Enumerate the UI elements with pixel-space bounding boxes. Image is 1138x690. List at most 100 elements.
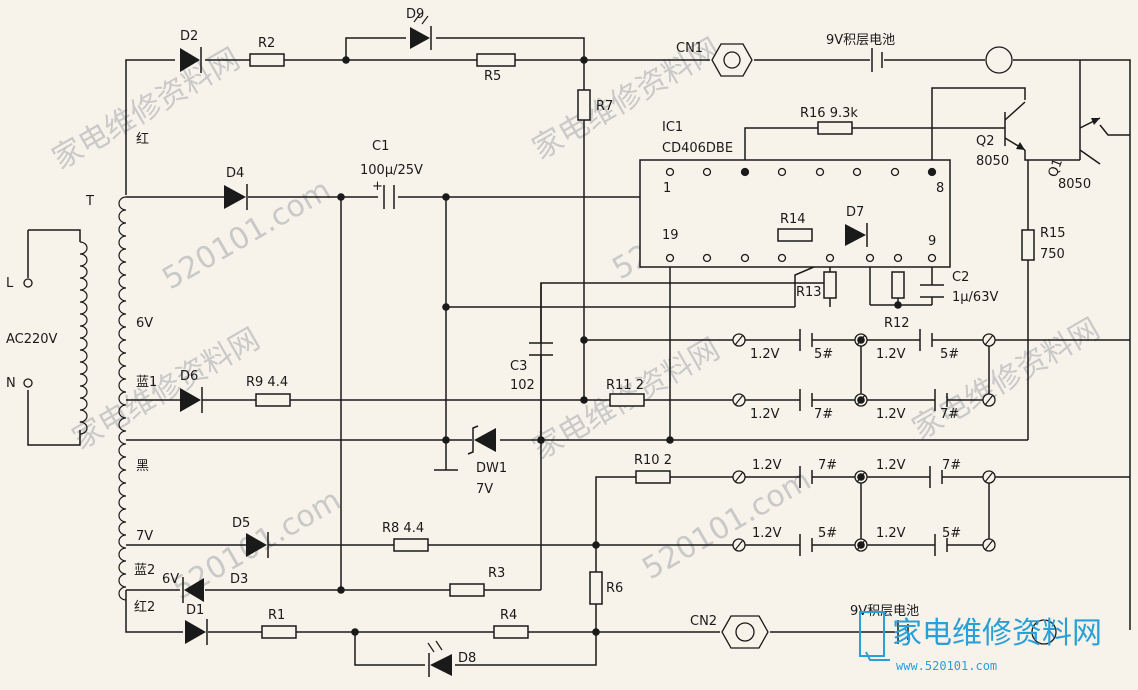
junction: [592, 541, 600, 549]
ic-pin: [665, 253, 675, 263]
dw1-label: DW1: [476, 461, 507, 476]
battery-bottom-terminal: [1031, 619, 1057, 645]
capacitor-c2: C2 1μ/63V: [920, 270, 998, 305]
resistor-r15: [1021, 229, 1035, 261]
led-d9: D9: [406, 7, 432, 50]
cell-label: 7#: [942, 458, 961, 473]
watermark-text: 家电维修资料网: [907, 312, 1106, 447]
resistor-r5: [476, 53, 516, 67]
cell-label: 7#: [814, 407, 833, 422]
cell-label: 1.2V: [876, 347, 906, 362]
7v-tap-label: 7V: [136, 529, 153, 544]
ic-pin: [893, 253, 903, 263]
d3-label: D3: [230, 572, 248, 587]
resistor-r13: [823, 271, 837, 299]
junction: [894, 301, 902, 309]
ic-pin: [865, 253, 875, 263]
ic1-pin19: 19: [662, 228, 679, 243]
d5-label: D5: [232, 516, 250, 531]
d6-label: D6: [180, 369, 198, 384]
ic1-label: IC1: [662, 120, 683, 135]
cell-label: 5#: [818, 526, 837, 541]
capacitor-c3: C3 102: [510, 342, 553, 393]
diode-d5: D5: [232, 516, 269, 558]
watermark: 家电维修资料网 520101.com 家电维修资料网 520101.com 家电…: [47, 32, 1106, 607]
junction: [442, 436, 450, 444]
junction: [342, 56, 350, 64]
q1-label: Q1: [1046, 157, 1066, 180]
junction: [580, 396, 588, 404]
cell-label: 1.2V: [752, 458, 782, 473]
r15-label: R15: [1040, 226, 1066, 241]
r14-label: R14: [780, 212, 806, 227]
transformer: T: [79, 194, 127, 601]
logo-url: www.520101.com: [896, 659, 997, 673]
resistor-r6: [589, 571, 603, 605]
transistor-q2: Q2 8050: [976, 101, 1026, 169]
junction: [351, 628, 359, 636]
junction: [337, 586, 345, 594]
ic-pin: [777, 253, 787, 263]
cell-label: 1.2V: [876, 407, 906, 422]
l-label: L: [6, 276, 14, 291]
ic1-part: CD406DBE: [662, 141, 733, 156]
r7-label: R7: [596, 99, 613, 114]
c3-value: 102: [510, 378, 535, 393]
red-tap-label: 红: [136, 131, 149, 147]
junction: [666, 436, 674, 444]
6v-b-tap-label: 6V: [162, 572, 179, 587]
junction: [857, 396, 865, 404]
junction: [442, 303, 450, 311]
ac-label: AC220V: [6, 332, 58, 347]
resistor-r14: [777, 228, 813, 242]
diode-d6: D6: [180, 369, 203, 413]
cell-label: 1.2V: [876, 526, 906, 541]
junction: [592, 628, 600, 636]
battery-top-terminal: [985, 46, 1013, 74]
ic-pin: [740, 253, 750, 263]
n-terminal: [23, 378, 33, 388]
ic1-chip: IC1 CD406DBE 1 8 19 9: [639, 120, 951, 268]
r2-label: R2: [258, 36, 275, 51]
cell-label: 5#: [942, 526, 961, 541]
cell-label: 7#: [940, 407, 959, 422]
r9-label: R9 4.4: [246, 375, 288, 390]
resistor-r10: [635, 470, 671, 484]
cell-label: 1.2V: [876, 458, 906, 473]
components: D2 R2 D9 R5 CN1 9V积层电池 R7: [180, 7, 1101, 677]
site-logo: 家电维修资料网 www.520101.com: [859, 611, 1102, 673]
r1-label: R1: [268, 608, 285, 623]
d7-label: D7: [846, 205, 864, 220]
blue2-tap-label: 蓝2: [134, 563, 155, 578]
diode-d7: D7: [845, 205, 868, 247]
ic-pin: [815, 167, 825, 177]
ic1-pin9: 9: [928, 234, 936, 249]
ic1-pin8: 8: [936, 181, 944, 196]
c1-label: C1: [372, 139, 389, 154]
junction: [580, 336, 588, 344]
transistor-q1: Q1 8050: [1046, 117, 1101, 192]
resistor-r9: [255, 393, 291, 407]
diode-d2: D2: [180, 29, 202, 73]
watermark-text: 家电维修资料网: [47, 42, 246, 177]
r13-label: R13: [796, 285, 822, 300]
r12-label: R12: [884, 316, 910, 331]
cell-label: 7#: [818, 458, 837, 473]
resistor-r2: [249, 53, 285, 67]
r6-label: R6: [606, 581, 623, 596]
junction: [857, 541, 865, 549]
junction: [337, 193, 345, 201]
cell-label: 1.2V: [750, 407, 780, 422]
d9-label: D9: [406, 7, 424, 22]
junction: [580, 56, 588, 64]
transformer-label: T: [85, 194, 94, 209]
ic-pin: [702, 167, 712, 177]
zener-dw1: DW1 7V: [467, 425, 507, 497]
n-label: N: [6, 376, 16, 391]
junction: [928, 168, 936, 176]
blue1-tap-label: 蓝1: [136, 375, 157, 390]
ic-pin: [825, 253, 835, 263]
connector-cn1: CN1: [676, 41, 753, 77]
ic-pin: [665, 167, 675, 177]
junction: [857, 473, 865, 481]
